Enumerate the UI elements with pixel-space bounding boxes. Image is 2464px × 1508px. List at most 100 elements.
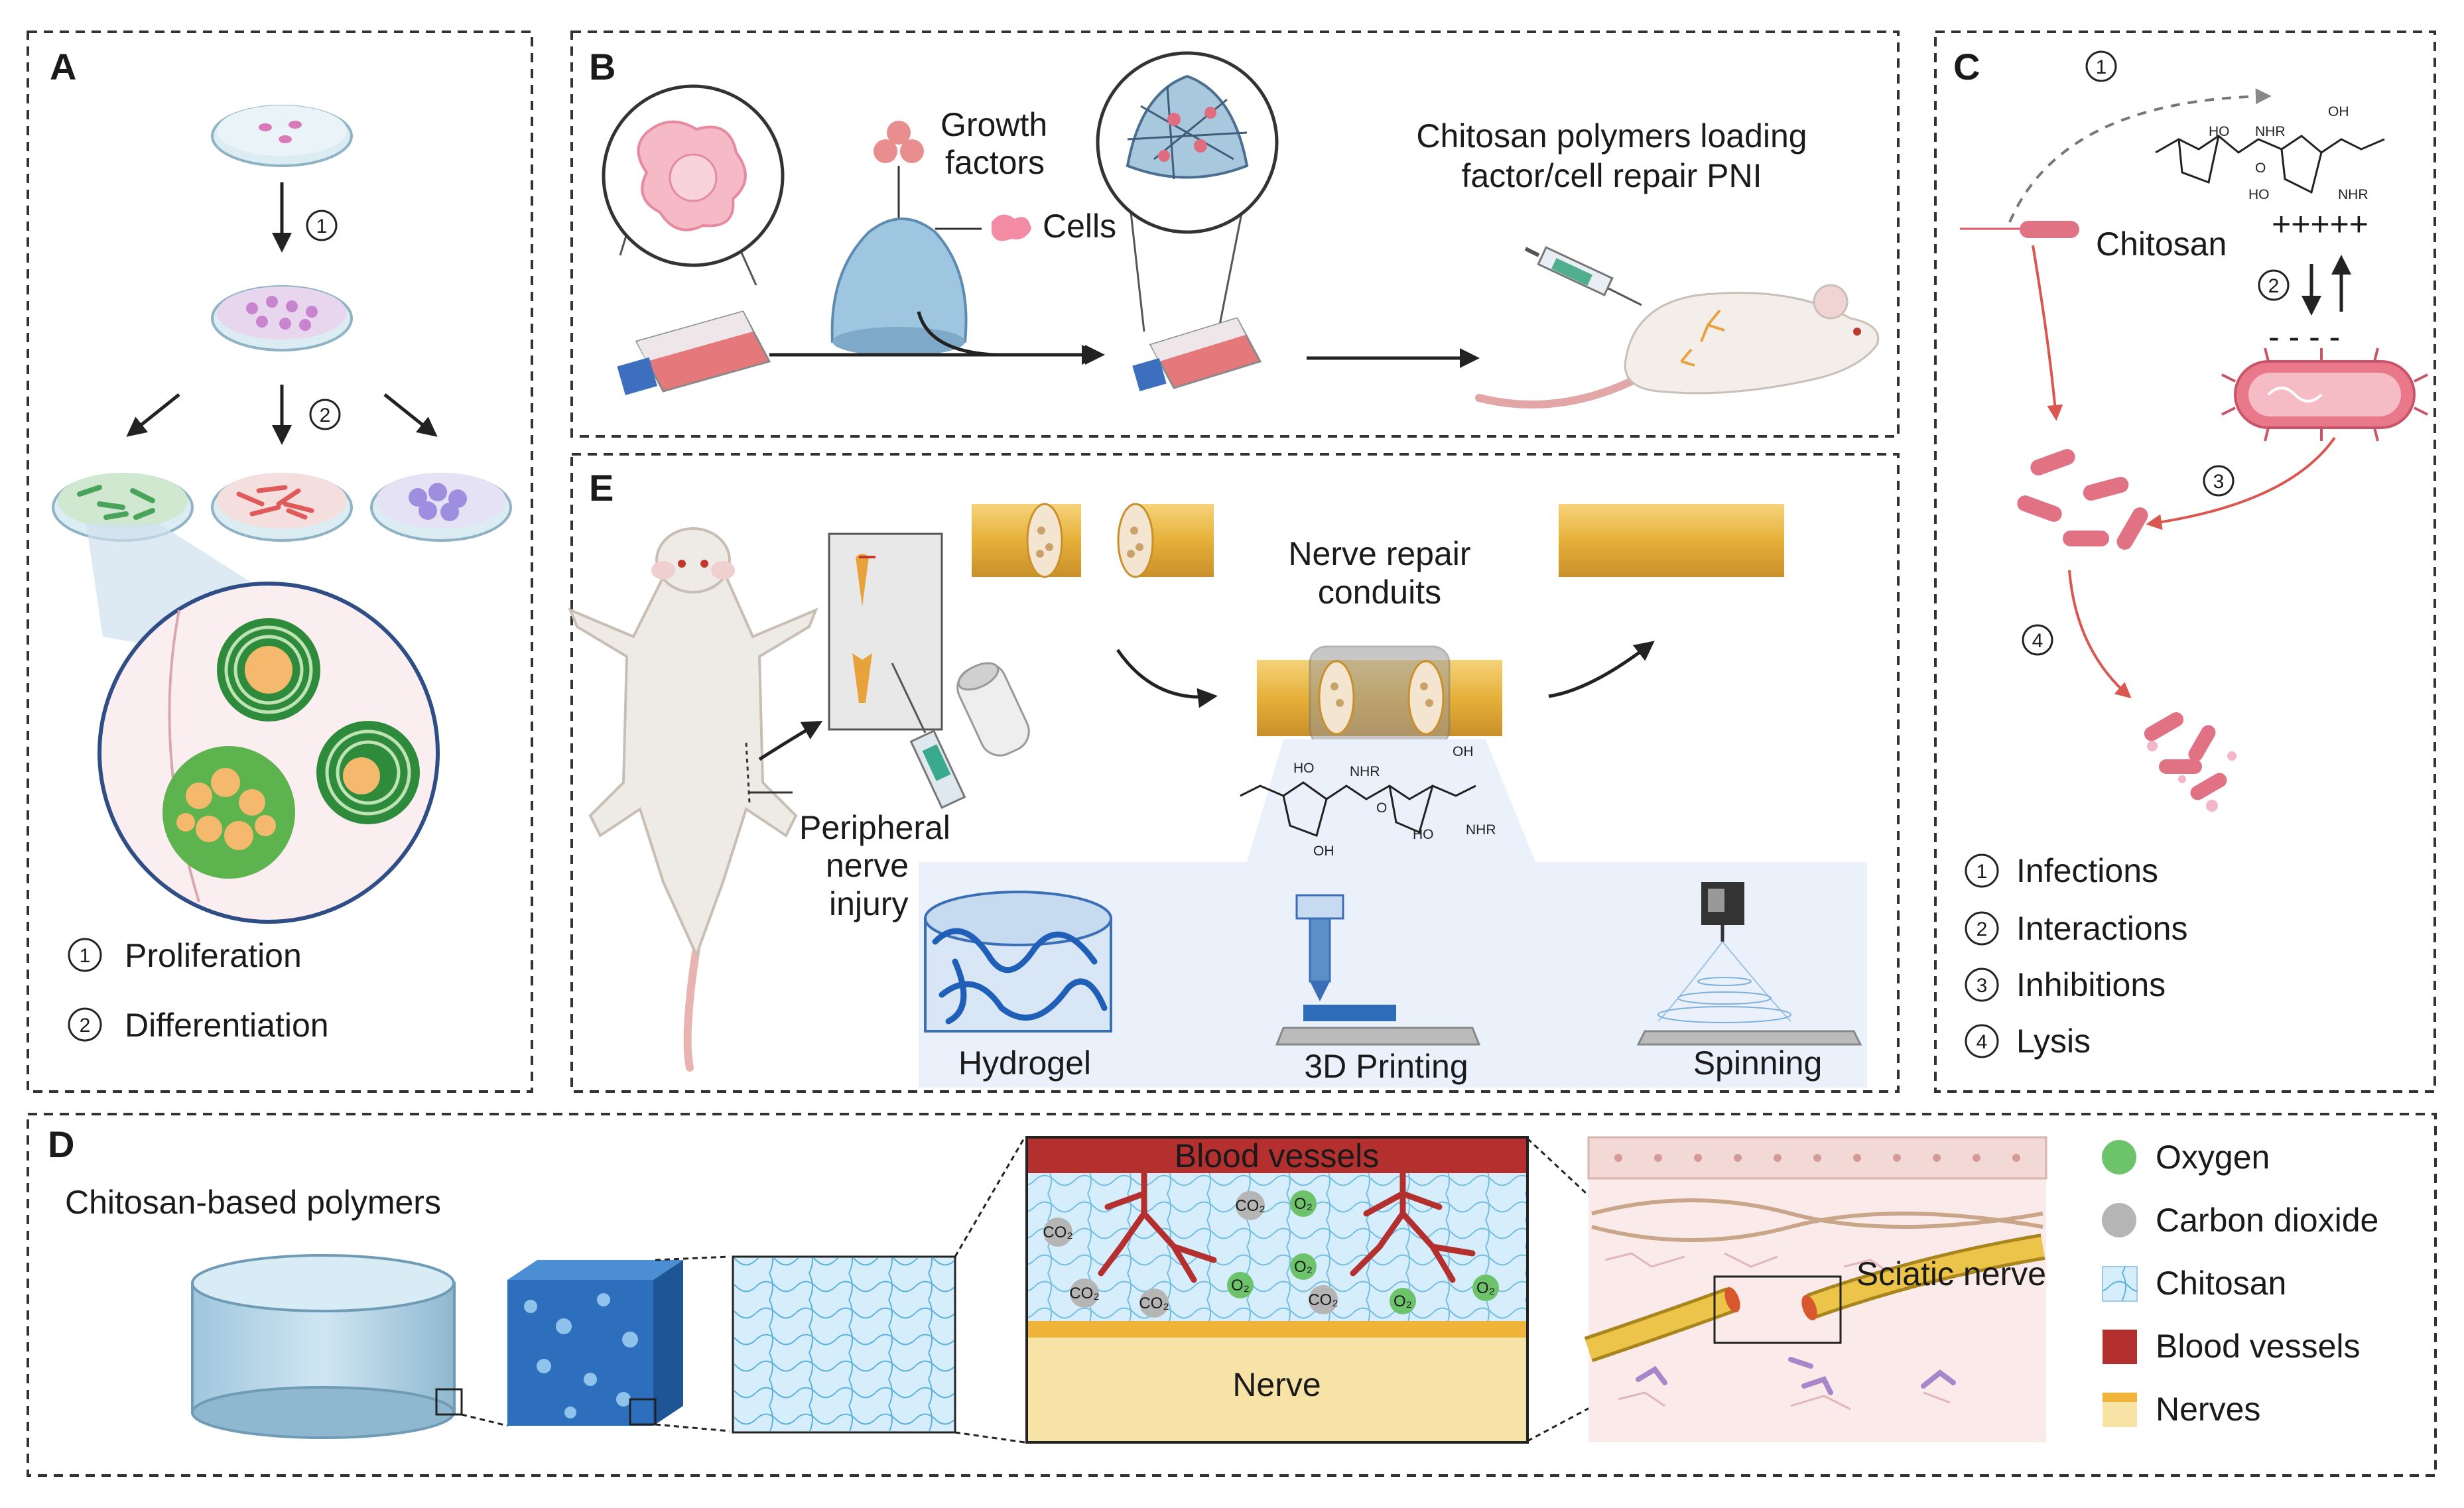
o2-molecule: O₂ [1390, 1288, 1416, 1314]
legend-proliferation: Proliferation [125, 937, 302, 974]
svg-text:2: 2 [1977, 918, 1988, 940]
step-2-badge: 2 [309, 399, 341, 430]
nerve-label: Nerve [1232, 1366, 1321, 1403]
gas-molecules: CO₂ CO₂ CO₂ CO₂ CO₂ O₂ O₂ O₂ O₂ O₂ [1043, 1190, 1499, 1318]
legend-lysis: Lysis [2016, 1023, 2091, 1060]
svg-text:OH: OH [1453, 744, 1474, 759]
svg-text:OH: OH [1313, 844, 1334, 859]
svg-text:CO₂: CO₂ [1235, 1197, 1265, 1215]
method-hydrogel: Hydrogel [958, 1044, 1091, 1082]
panel-b-frame [570, 31, 1900, 438]
cell-icon [992, 214, 1031, 241]
panel-e-frame [570, 453, 1900, 1093]
panel-a-frame [27, 31, 533, 1093]
svg-text:4: 4 [2032, 630, 2043, 652]
chitosan-label: Chitosan [2096, 225, 2227, 263]
legend-swatch-blood-vessels [2103, 1330, 2137, 1364]
svg-text:1: 1 [2096, 56, 2107, 78]
arrow-to-bacteria-cluster [2032, 245, 2063, 421]
svg-text:NHR: NHR [1350, 764, 1380, 779]
panel-d-frame [27, 1113, 2437, 1477]
injury-inset [828, 533, 943, 731]
svg-text:O: O [2255, 160, 2266, 176]
injury-label-line3: injury [829, 885, 908, 922]
panel-b-title-line2: factor/cell repair PNI [1462, 157, 1762, 194]
conduit-implanted [1257, 645, 1502, 747]
svg-text:CO₂: CO₂ [1043, 1224, 1072, 1241]
svg-text:CO₂: CO₂ [1139, 1294, 1169, 1312]
step-1-badge-c: 1 [2085, 50, 2117, 82]
lipid-cell [162, 746, 295, 879]
panel-b: B Growth factors Cells [570, 31, 1900, 438]
o2-molecule: O₂ [1227, 1272, 1254, 1298]
svg-text:CO₂: CO₂ [1069, 1285, 1099, 1302]
step-1-badge: 1 [306, 210, 338, 241]
method-3d-printing: 3D Printing [1304, 1048, 1468, 1085]
o2-molecule: O₂ [1290, 1253, 1317, 1280]
svg-text:2: 2 [80, 1015, 91, 1037]
zoom-circle-neural [97, 582, 440, 924]
svg-text:HO: HO [1293, 761, 1315, 776]
hydrogel-dome [830, 218, 968, 356]
injury-label-line2: nerve [826, 847, 909, 884]
svg-text:NHR: NHR [2255, 124, 2286, 139]
arrow-differentiation-left [126, 393, 180, 437]
legend-swatch-chitosan-pattern [2103, 1267, 2137, 1301]
co2-molecule: CO₂ [1235, 1191, 1265, 1220]
svg-text:3: 3 [1977, 975, 1988, 997]
svg-text:CO₂: CO₂ [1308, 1291, 1338, 1309]
nerve-regenerated [1559, 504, 1784, 577]
legend-infections: Infections [2016, 852, 2158, 889]
svg-text:HO: HO [1413, 827, 1434, 842]
panel-a: A 1 2 [27, 31, 533, 1093]
petri-dish-initial [211, 105, 353, 167]
co2-molecule: CO₂ [1069, 1279, 1100, 1308]
panel-d-legend: Oxygen Carbon dioxide Chitosan Blood ves… [2102, 1139, 2378, 1428]
sciatic-tissue [1584, 1136, 2047, 1442]
legend-differentiation: Differentiation [125, 1007, 329, 1044]
lysed-bacteria [2144, 712, 2237, 812]
method-spinning: Spinning [1693, 1044, 1823, 1082]
fabrication-area [919, 739, 1867, 1088]
growth-factor-icon [874, 121, 924, 163]
co2-molecule: CO₂ [1308, 1285, 1338, 1314]
svg-text:1: 1 [80, 945, 91, 967]
panel-c-label: C [1953, 46, 1980, 88]
arrow-infection-path [2008, 88, 2272, 223]
svg-text:O₂: O₂ [1476, 1279, 1495, 1297]
rat-icon [568, 527, 818, 1072]
svg-text:1: 1 [1977, 861, 1988, 883]
syringe-icon [1524, 246, 1642, 306]
svg-text:O₂: O₂ [1231, 1277, 1250, 1294]
arrow-injury-zoom [758, 721, 823, 761]
legend-inhibitions: Inhibitions [2016, 966, 2166, 1003]
chitosan-cylinder [191, 1254, 463, 1439]
3d-printer-icon [1275, 894, 1481, 1046]
culture-flask-left [617, 310, 771, 395]
panel-d-label: D [48, 1123, 74, 1165]
panel-d: D Chitosan-based polymers [27, 1113, 2437, 1477]
nerve-segment-top-right [1117, 503, 1214, 578]
arrow-lysis [2068, 570, 2132, 699]
legend-swatch-nerves [2103, 1402, 2137, 1427]
sciatic-nerve-label: Sciatic nerve [1856, 1255, 2046, 1292]
injury-label-line1: Peripheral [799, 809, 950, 846]
svg-text:O₂: O₂ [1394, 1292, 1412, 1310]
o2-molecule: O₂ [1472, 1275, 1499, 1301]
legend-blood-vessels: Blood vessels [2156, 1328, 2361, 1365]
spinning-icon [1636, 882, 1862, 1046]
chitosan-mesh [732, 1255, 956, 1434]
svg-text:O: O [1376, 800, 1387, 816]
legend-swatch-nerves-top [2103, 1393, 2137, 1402]
myelinated-cell-2 [316, 721, 420, 824]
mouse-icon [1475, 284, 1879, 408]
svg-text:O₂: O₂ [1294, 1195, 1313, 1213]
panel-b-label: B [589, 46, 616, 88]
legend-swatch-carbon-dioxide [2102, 1203, 2136, 1237]
plus-charges: +++++ [2272, 206, 2368, 243]
legend-swatch-oxygen [2102, 1140, 2136, 1174]
co2-molecule: CO₂ [1139, 1288, 1169, 1318]
porous-cube [507, 1260, 683, 1426]
minus-charges: - - - - [2268, 318, 2340, 355]
